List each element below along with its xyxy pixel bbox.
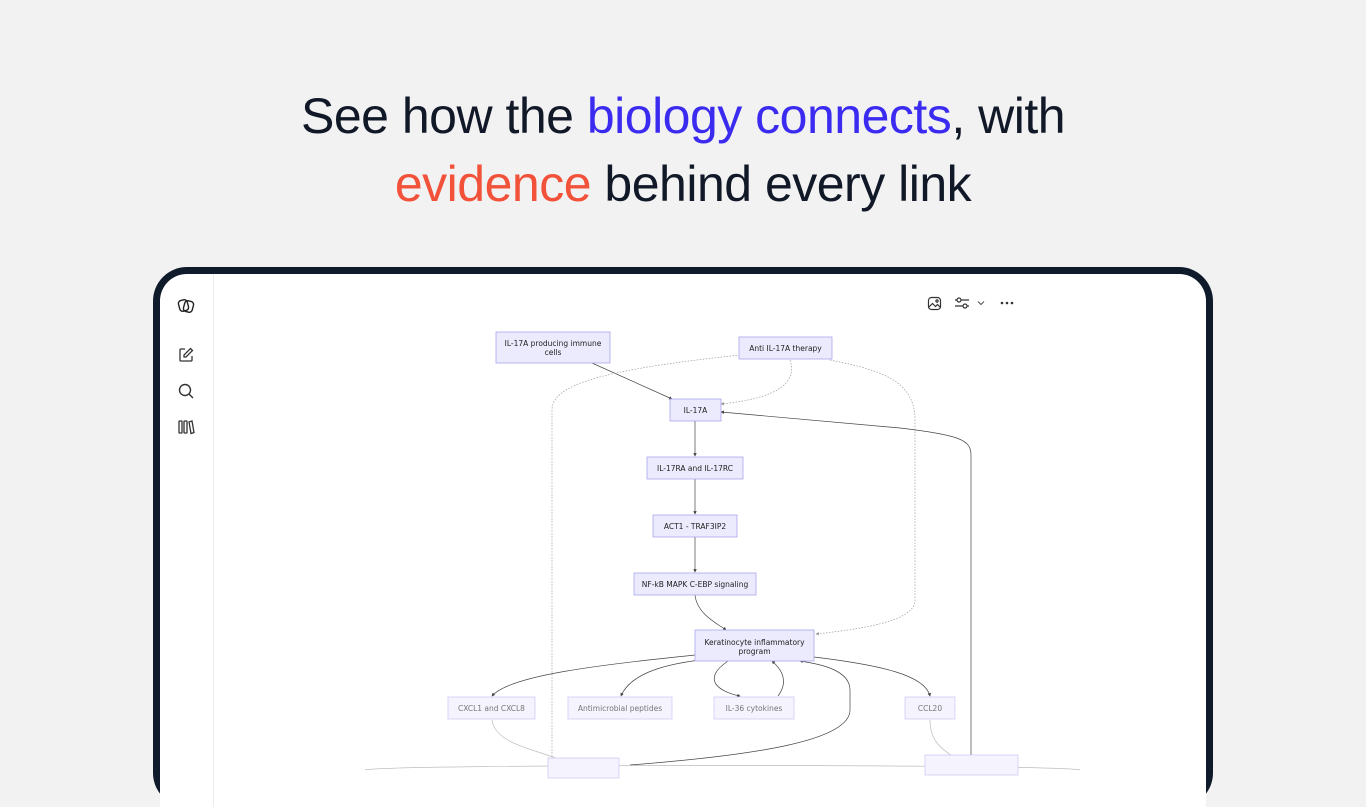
node-antimicrobial-peptides[interactable]: Antimicrobial peptides bbox=[567, 696, 673, 720]
node-cxcl1-cxcl8[interactable]: CXCL1 and CXCL8 bbox=[447, 696, 536, 720]
node-label: IL-17RA and IL-17RC bbox=[657, 464, 733, 473]
edge-keratinocyte-to-ccl20 bbox=[813, 656, 932, 697]
edge-therapy-to-keratinocyte bbox=[815, 359, 916, 636]
new-chat-icon[interactable] bbox=[174, 343, 198, 367]
edge-keratinocyte-to-cxcl bbox=[491, 654, 696, 697]
headline-text: , with bbox=[951, 88, 1066, 144]
node-label: ACT1 - TRAF3IP2 bbox=[664, 522, 727, 531]
node-label: NF-kB MAPK C-EBP signaling bbox=[642, 580, 749, 589]
node-ccl20[interactable]: CCL20 bbox=[904, 696, 956, 720]
node-label: Antimicrobial peptides bbox=[578, 704, 662, 713]
library-icon[interactable] bbox=[174, 415, 198, 439]
node-nfkb-signaling[interactable]: NF-kB MAPK C-EBP signaling bbox=[633, 572, 757, 596]
sliders-icon[interactable] bbox=[952, 292, 972, 314]
node-il17a[interactable]: IL-17A bbox=[669, 398, 722, 422]
node-act1-traf3ip2[interactable]: ACT1 - TRAF3IP2 bbox=[652, 514, 738, 538]
edge-keratinocyte-to-amp bbox=[620, 659, 701, 697]
chevron-down-icon[interactable] bbox=[975, 292, 987, 314]
headline-text: See how the bbox=[300, 88, 587, 144]
node-il36-cytokines[interactable]: IL-36 cytokines bbox=[713, 696, 795, 720]
logo-icon[interactable] bbox=[174, 294, 198, 318]
node-il17ra-il17rc[interactable]: IL-17RA and IL-17RC bbox=[646, 456, 744, 480]
edge-loop-to-keratinocyte bbox=[629, 659, 851, 766]
headline-highlight-evidence: evidence bbox=[394, 156, 592, 212]
pathway-diagram: IL-17A producing immune cells Anti IL-17… bbox=[364, 331, 1081, 779]
edge-cxcl-down bbox=[491, 719, 561, 761]
edge-nfkb-to-keratinocyte bbox=[694, 594, 727, 631]
node-anti-il17a-therapy[interactable]: Anti IL-17A therapy bbox=[738, 336, 833, 360]
edge-therapy-to-il17a bbox=[720, 359, 792, 406]
headline-line-2: evidence behind every link bbox=[0, 150, 1366, 218]
device-frame: IL-17A producing immune cells Anti IL-17… bbox=[153, 267, 1213, 807]
sidebar bbox=[160, 274, 214, 807]
edge-therapy-to-left bbox=[551, 354, 741, 762]
edge-ccl20-loop-to-il17a bbox=[720, 410, 972, 762]
node-keratinocyte-program[interactable]: Keratinocyte inflammatory program bbox=[694, 629, 815, 662]
headline-line-1: See how the biology connects, with bbox=[0, 82, 1366, 150]
node-partial-bottom-right[interactable] bbox=[924, 754, 1019, 776]
node-label: Anti IL-17A therapy bbox=[749, 344, 822, 353]
image-icon[interactable] bbox=[924, 292, 944, 314]
node-label: cells bbox=[545, 348, 562, 357]
edge-ccl20-down bbox=[929, 719, 956, 759]
edge-cells-to-il17a bbox=[591, 362, 673, 400]
node-label: Keratinocyte inflammatory bbox=[704, 638, 805, 647]
edge-keratinocyte-to-il36 bbox=[713, 660, 741, 698]
headline-text: behind every link bbox=[591, 156, 972, 212]
headline: See how the biology connects, with evide… bbox=[0, 82, 1366, 218]
node-label: program bbox=[738, 647, 770, 656]
node-il17a-producing-cells[interactable]: IL-17A producing immune cells bbox=[495, 331, 611, 364]
headline-highlight-biology: biology connects bbox=[586, 88, 952, 144]
edge-il36-to-keratinocyte bbox=[771, 660, 784, 697]
node-label: IL-17A producing immune bbox=[505, 339, 602, 348]
node-label: IL-36 cytokines bbox=[726, 704, 783, 713]
search-icon[interactable] bbox=[174, 379, 198, 403]
node-partial-bottom-left[interactable] bbox=[547, 757, 620, 779]
app-screen: IL-17A producing immune cells Anti IL-17… bbox=[160, 274, 1206, 807]
node-label: IL-17A bbox=[684, 406, 709, 415]
node-label: CXCL1 and CXCL8 bbox=[458, 704, 525, 713]
node-label: CCL20 bbox=[918, 704, 942, 713]
more-icon[interactable] bbox=[998, 292, 1016, 314]
